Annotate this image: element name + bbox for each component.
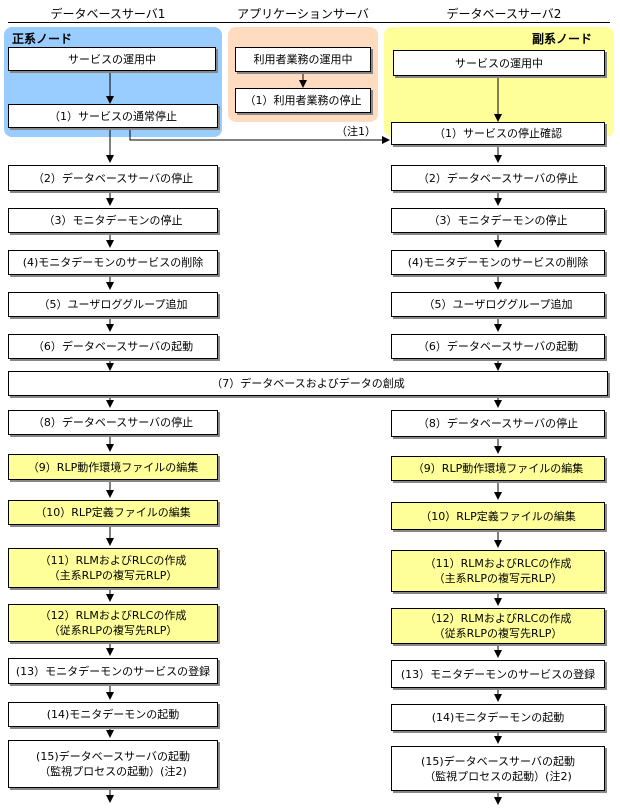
right-step-12: （12）RLMおよびRLCの作成 （従系RLPの複写先RLP） [391,608,605,644]
left-step-9: （9）RLP動作環境ファイルの編集 [8,454,218,480]
right-step-2: （2）データベースサーバの停止 [391,165,605,191]
right-step-4: (4)モニタデーモンのサービスの削除 [391,250,605,275]
note-1-label: （注1） [336,125,376,138]
left-step-11: （11）RLMおよびRLCの作成 （主系RLPの複写元RLP） [8,548,218,588]
header-db-server-2: データベースサーバ2 [446,7,562,21]
right-step-5: （5）ユーザロググループ追加 [391,292,605,317]
right-step-8: （8）データベースサーバの停止 [391,410,605,437]
app-step-1: （1）利用者業務の停止 [235,88,371,113]
header-divider [8,22,610,23]
left-step-1: （1）サービスの通常停止 [8,104,218,128]
right-step-1: （1）サービスの停止確認 [391,122,605,145]
header-db-server-1: データベースサーバ1 [50,7,166,21]
left-step-8: （8）データベースサーバの停止 [8,410,218,435]
right-step-15: (15)データベースサーバの起動 （監視プロセスの起動）(注2) [391,746,605,791]
left-step-10: （10）RLP定義ファイルの編集 [8,500,218,525]
left-step-3: （3）モニタデーモンの停止 [8,208,218,233]
right-step-3: （3）モニタデーモンの停止 [391,208,605,233]
right-step-13: (13）モニタデーモンのサービスの登録 [391,660,605,688]
right-step-6: （6）データベースサーバの起動 [391,334,605,359]
left-step-2: （2）データベースサーバの停止 [8,165,218,191]
right-step-9: （9）RLP動作環境ファイルの編集 [391,456,605,481]
header-app-server: アプリケーションサーバ [237,7,369,21]
secondary-node-label: 副系ノード [532,32,593,46]
app-user-work-running: 利用者業務の運用中 [235,47,371,72]
left-step-13: (13）モニタデーモンのサービスの登録 [8,658,218,684]
left-step-14: (14)モニタデーモンの起動 [8,702,218,727]
left-step-5: （5）ユーザロググループ追加 [8,292,218,317]
shared-step-7: （7）データベースおよびデータの創成 [8,371,608,396]
left-step-12: （12）RLMおよびRLCの作成 （従系RLPの複写先RLP） [8,604,218,642]
right-step-11: （11）RLMおよびRLCの作成 （主系RLPの複写元RLP） [391,550,605,592]
left-step-6: （6）データベースサーバの起動 [8,334,218,359]
right-step-10: （10）RLP定義ファイルの編集 [391,502,605,530]
left-step-15: (15)データベースサーバの起動 （監視プロセスの起動）(注2) [8,740,218,788]
left-step-4: (4)モニタデーモンのサービスの削除 [8,250,218,275]
right-service-running: サービスの運用中 [393,50,605,76]
right-step-14: (14)モニタデーモンの起動 [391,704,605,731]
left-service-running: サービスの運用中 [8,47,216,71]
primary-node-label: 正系ノード [12,32,73,46]
